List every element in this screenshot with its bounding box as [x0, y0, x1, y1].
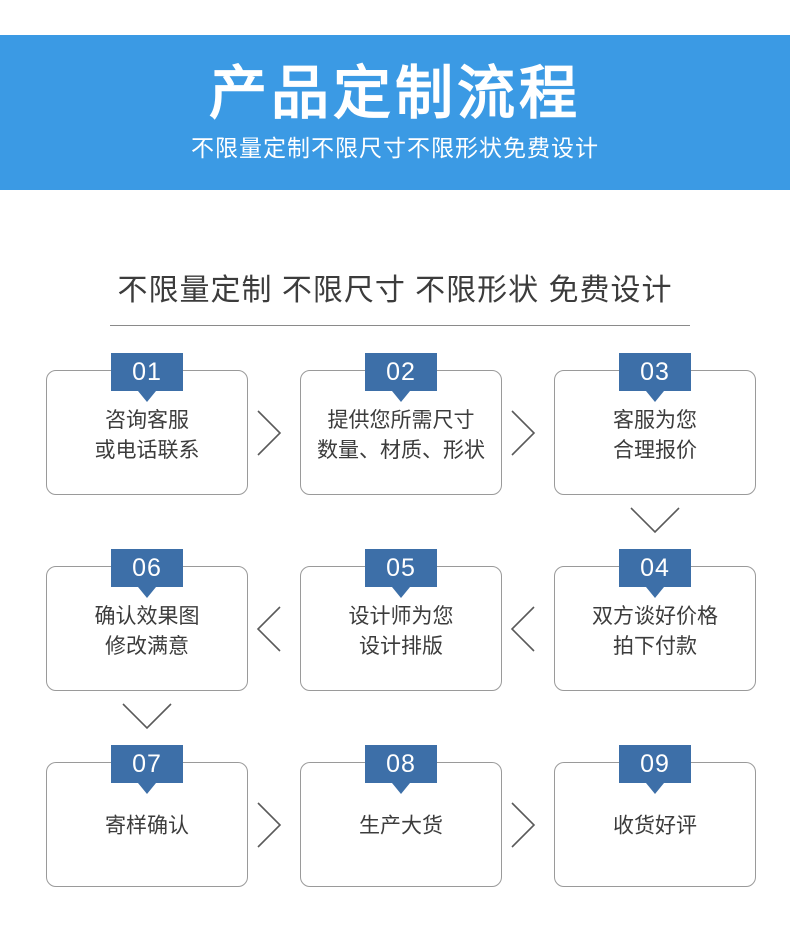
chevron-down-icon: [119, 700, 175, 732]
step-text: 提供您所需尺寸 数量、材质、形状: [301, 406, 501, 467]
step-text-line: 咨询客服: [105, 408, 189, 432]
flow-step-card[interactable]: 07 寄样确认: [46, 745, 248, 887]
flow-row-2: 06 确认效果图 修改满意 05 设计师为您 设计排版 04 双方谈好价格 拍下…: [0, 548, 790, 744]
step-text-line: 提供您所需尺寸: [327, 408, 475, 432]
step-text: 双方谈好价格 拍下付款: [555, 602, 755, 663]
section-heading: 不限量定制 不限尺寸 不限形状 免费设计: [117, 274, 673, 307]
step-number-badge: 06: [111, 549, 183, 587]
step-number-badge: 03: [619, 353, 691, 391]
flow-step-card[interactable]: 08 生产大货: [300, 745, 502, 887]
chevron-right-icon: [506, 406, 540, 460]
step-text: 确认效果图 修改满意: [47, 602, 247, 663]
step-text-line: 设计师为您: [348, 604, 454, 628]
flow-row-1: 01 咨询客服 或电话联系 02 提供您所需尺寸 数量、材质、形状 03 客服为…: [0, 352, 790, 548]
step-number-badge: 07: [111, 745, 183, 783]
step-number-badge: 08: [365, 745, 437, 783]
chevron-left-icon: [252, 602, 286, 656]
flow-step-card[interactable]: 05 设计师为您 设计排版: [300, 549, 502, 691]
banner-subtitle: 不限量定制不限尺寸不限形状免费设计: [191, 135, 599, 161]
step-text-line: 或电话联系: [94, 439, 200, 463]
step-number-badge: 05: [365, 549, 437, 587]
step-text-line: 收货好评: [613, 814, 697, 838]
step-text-line: 寄样确认: [105, 814, 189, 838]
step-text: 寄样确认: [47, 811, 247, 841]
flow-step-card[interactable]: 01 咨询客服 或电话联系: [46, 353, 248, 495]
flow-step-card[interactable]: 03 客服为您 合理报价: [554, 353, 756, 495]
step-text-line: 客服为您: [613, 408, 697, 432]
flow-row-3: 07 寄样确认 08 生产大货 09 收货好评: [0, 744, 790, 940]
step-text: 收货好评: [555, 811, 755, 841]
flow-step-card[interactable]: 06 确认效果图 修改满意: [46, 549, 248, 691]
step-text-line: 合理报价: [613, 439, 697, 463]
step-text: 咨询客服 或电话联系: [47, 406, 247, 467]
step-text: 客服为您 合理报价: [555, 406, 755, 467]
section-divider: [110, 325, 690, 326]
chevron-left-icon: [506, 602, 540, 656]
flow-step-card[interactable]: 04 双方谈好价格 拍下付款: [554, 549, 756, 691]
step-text-line: 生产大货: [359, 814, 443, 838]
step-text: 生产大货: [301, 811, 501, 841]
chevron-right-icon: [506, 798, 540, 852]
banner-title: 产品定制流程: [208, 61, 581, 126]
step-text-line: 设计排版: [359, 635, 443, 659]
step-text-line: 拍下付款: [613, 635, 697, 659]
chevron-right-icon: [252, 406, 286, 460]
step-text-line: 数量、材质、形状: [317, 439, 485, 463]
step-number-badge: 01: [111, 353, 183, 391]
flow-step-card[interactable]: 09 收货好评: [554, 745, 756, 887]
process-flow: 01 咨询客服 或电话联系 02 提供您所需尺寸 数量、材质、形状 03 客服为…: [0, 352, 790, 940]
step-text: 设计师为您 设计排版: [301, 602, 501, 663]
chevron-right-icon: [252, 798, 286, 852]
step-number-badge: 09: [619, 745, 691, 783]
step-text-line: 双方谈好价格: [592, 604, 718, 628]
step-number-badge: 02: [365, 353, 437, 391]
header-banner: 产品定制流程 不限量定制不限尺寸不限形状免费设计: [0, 35, 790, 190]
flow-step-card[interactable]: 02 提供您所需尺寸 数量、材质、形状: [300, 353, 502, 495]
step-text-line: 修改满意: [105, 635, 189, 659]
step-text-line: 确认效果图: [94, 604, 200, 628]
step-number-badge: 04: [619, 549, 691, 587]
chevron-down-icon: [627, 504, 683, 536]
